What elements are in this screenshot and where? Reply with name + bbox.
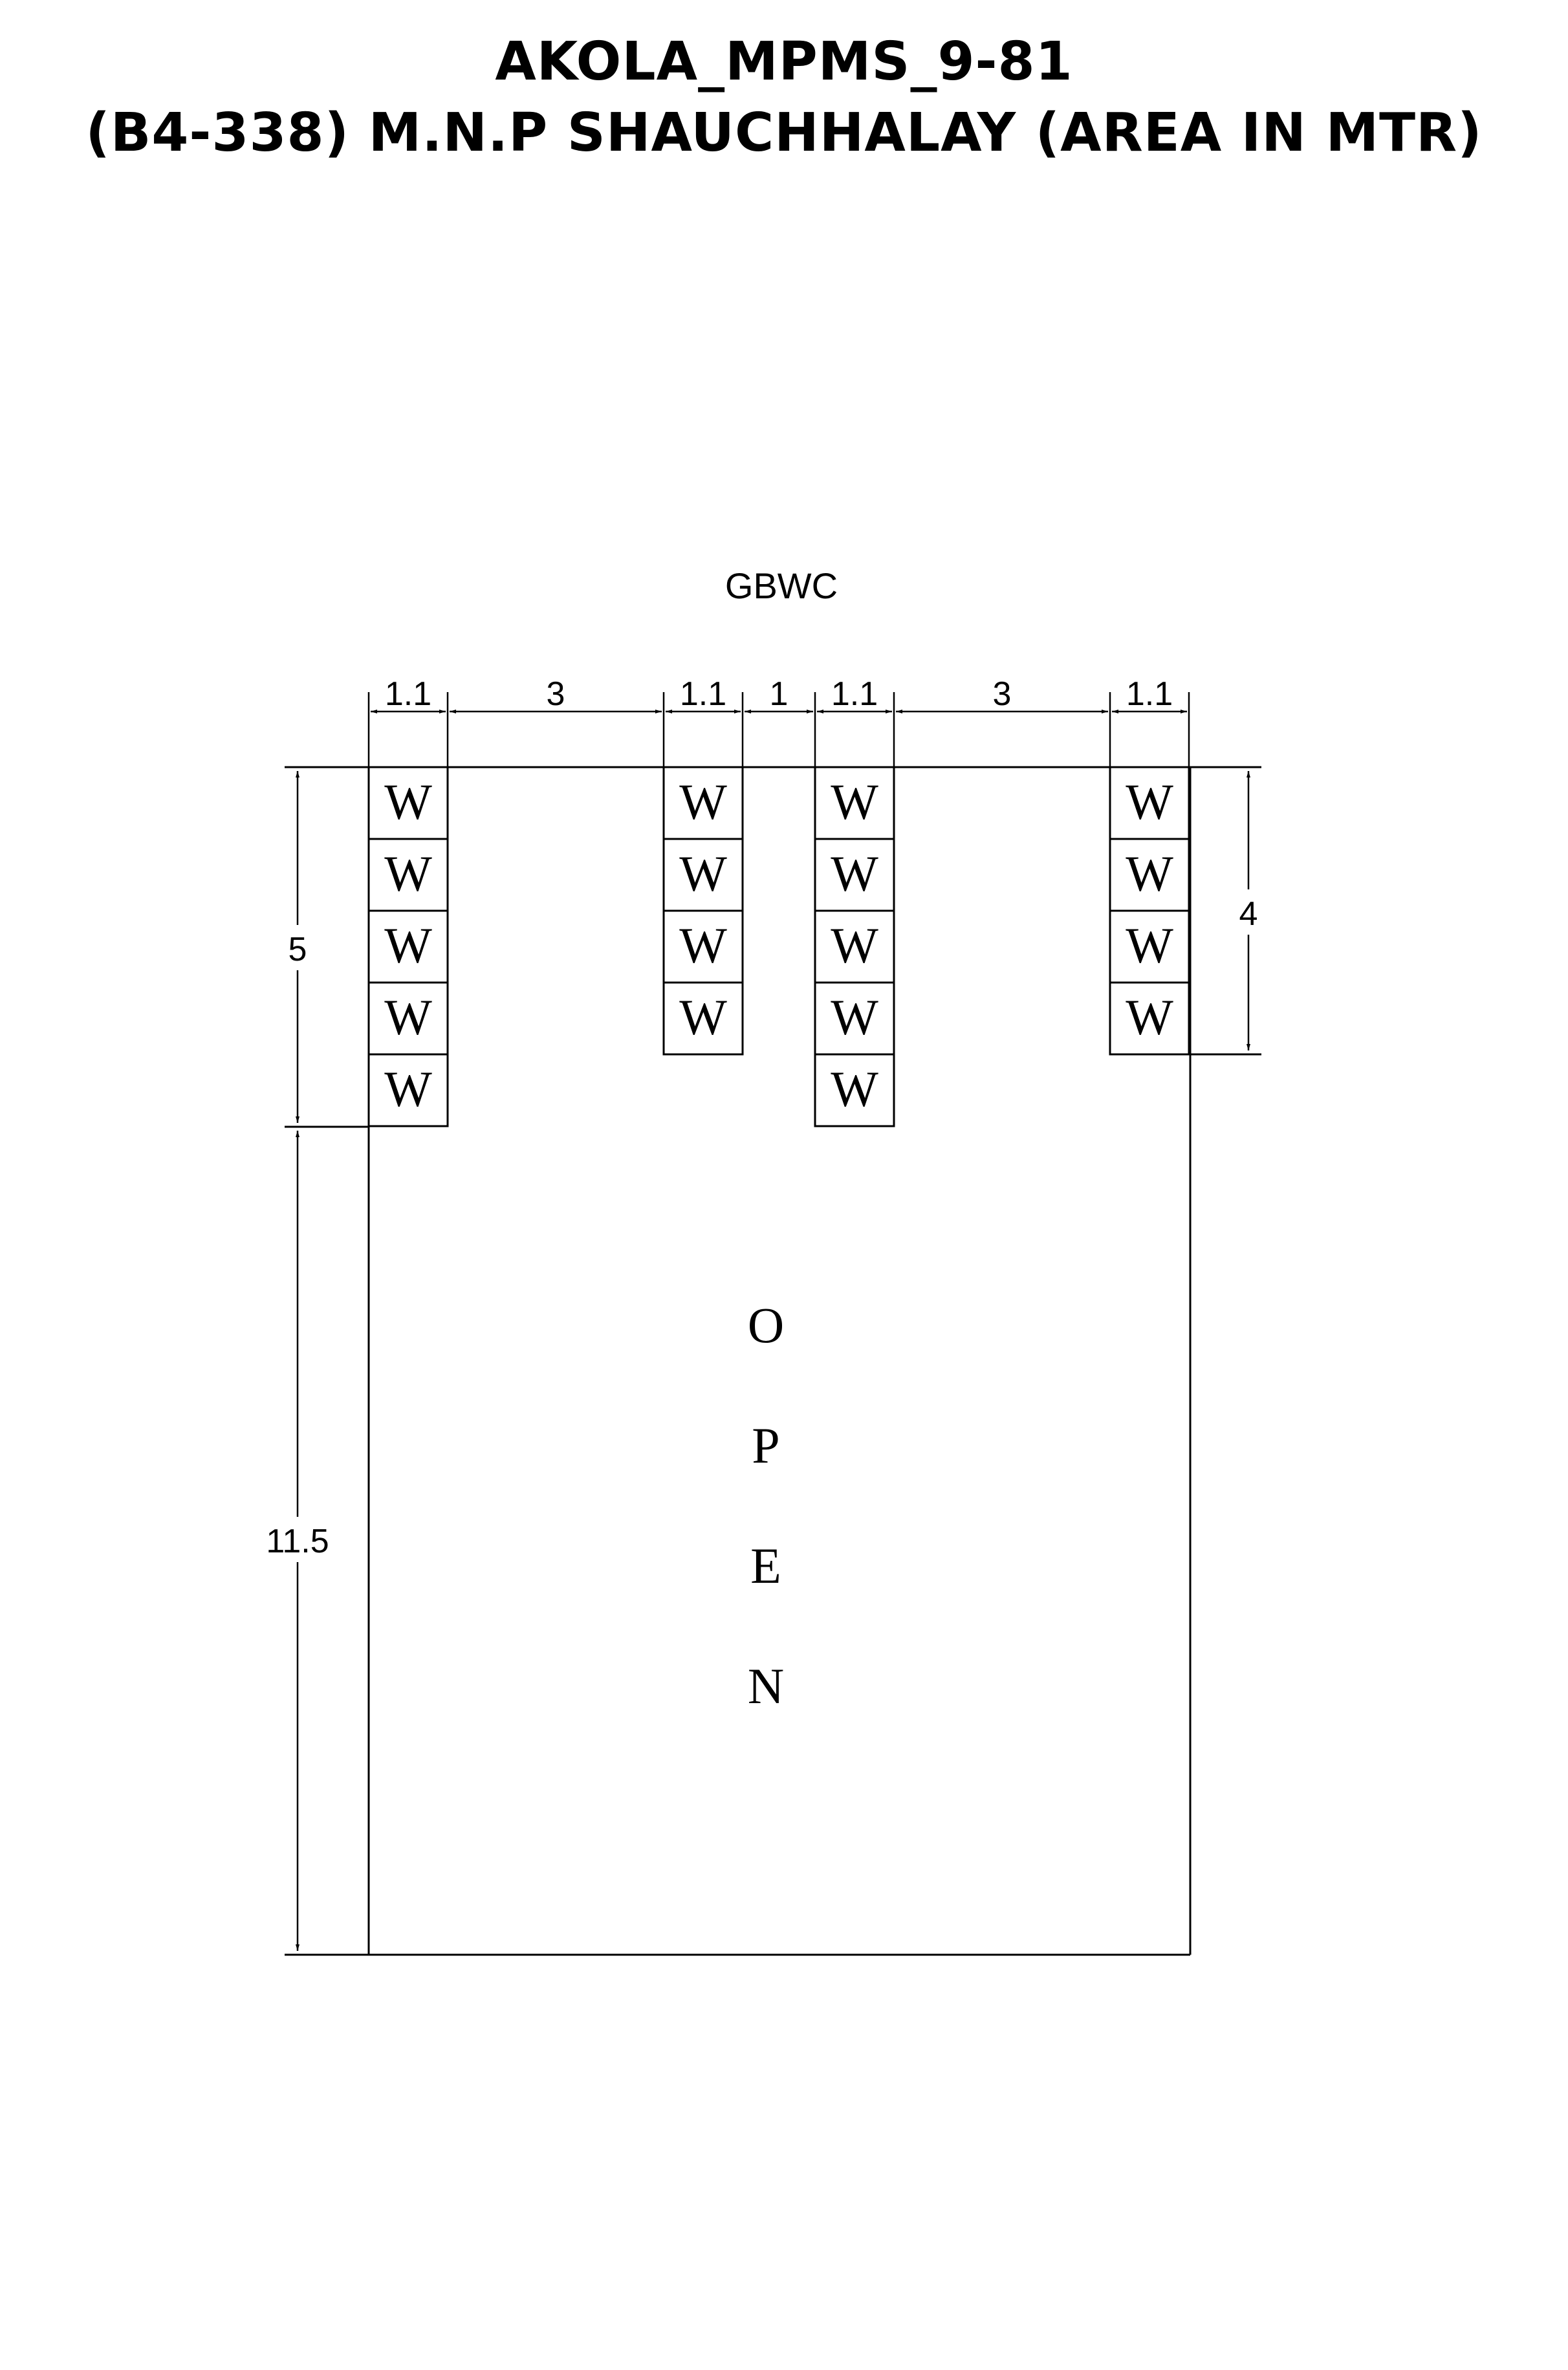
stall-cell: W	[814, 981, 895, 1056]
stall-label: W	[679, 989, 727, 1045]
stall-box	[1109, 981, 1190, 1056]
stall-cell: W	[1109, 838, 1190, 912]
stall-label: W	[831, 774, 878, 830]
stall-label: W	[679, 917, 727, 973]
stall-label: W	[1126, 989, 1173, 1045]
stall-label: W	[1126, 774, 1173, 830]
stall-cell: W	[662, 909, 744, 984]
dim-text: 3	[993, 675, 1012, 713]
dim-text-bg	[278, 925, 317, 970]
dim-text: 1.1	[1126, 675, 1173, 713]
stall-box	[814, 1053, 895, 1127]
dim-text: 1.1	[385, 675, 431, 713]
stall-cell: W	[1109, 909, 1190, 984]
building-label: GBWC	[725, 565, 838, 606]
stall-box	[814, 909, 895, 984]
stall-cell: W	[367, 838, 449, 912]
stall-box	[367, 1053, 449, 1127]
dim-text: 1.1	[680, 675, 726, 713]
stall-cell: W	[1109, 766, 1190, 840]
stall-cell: W	[662, 766, 744, 840]
stall-label: W	[831, 845, 878, 902]
top-dimension-segments: 1.1 3 1.1 1 1.1 3 1.1	[371, 675, 1187, 713]
stall-box	[1109, 909, 1190, 984]
stall-cell: W	[367, 981, 449, 1056]
stall-label: W	[384, 774, 432, 830]
stall-box	[367, 838, 449, 912]
stall-label: W	[384, 917, 432, 973]
dim-text-bg	[259, 1517, 336, 1562]
stall-cell: W	[1109, 981, 1190, 1056]
open-letter: O	[748, 1297, 784, 1353]
dim-text-bg	[1229, 889, 1268, 935]
stall-label: W	[384, 845, 432, 902]
dim-text: 1.1	[831, 675, 878, 713]
stall-label: W	[1126, 917, 1173, 973]
stall-label: W	[831, 917, 878, 973]
stall-label: W	[1126, 845, 1173, 902]
open-letter: P	[752, 1417, 779, 1473]
dim-text: 1	[770, 675, 789, 713]
stall-cell: W	[367, 909, 449, 984]
stall-cell: W	[814, 766, 895, 840]
stall-label: W	[679, 774, 727, 830]
stall-label: W	[384, 989, 432, 1045]
stall-cell: W	[814, 909, 895, 984]
stall-cell: W	[367, 1053, 449, 1127]
dim-text-4: 4	[1239, 895, 1258, 933]
top-dimension-chain	[367, 692, 1190, 767]
stall-label: W	[679, 845, 727, 902]
drawing-subtitle: (B4-338) M.N.P SHAUCHHALAY (AREA IN MTR)	[85, 102, 1483, 164]
stall-box	[662, 981, 744, 1056]
dim-text: 3	[547, 675, 565, 713]
stall-cell: W	[814, 838, 895, 912]
stall-cell: W	[662, 838, 744, 912]
drawing-title: AKOLA_MPMS_9-81	[495, 31, 1073, 92]
stall-label: W	[384, 1061, 432, 1117]
stall-cell: W	[367, 766, 449, 840]
stall-box	[367, 981, 449, 1056]
open-letter: N	[748, 1658, 784, 1714]
stall-label: W	[831, 989, 878, 1045]
stall-box	[814, 766, 895, 840]
stall-box	[1109, 838, 1190, 912]
stall-box	[367, 766, 449, 840]
stall-cell: W	[662, 981, 744, 1056]
dim-text-5: 5	[289, 931, 307, 968]
open-letter: E	[750, 1538, 781, 1594]
stall-cell: W	[814, 1053, 895, 1127]
dim-text-11-5: 11.5	[266, 1523, 329, 1560]
open-area-label: O P E N	[748, 1297, 784, 1714]
stall-label: W	[831, 1061, 878, 1117]
stall-box	[662, 838, 744, 912]
